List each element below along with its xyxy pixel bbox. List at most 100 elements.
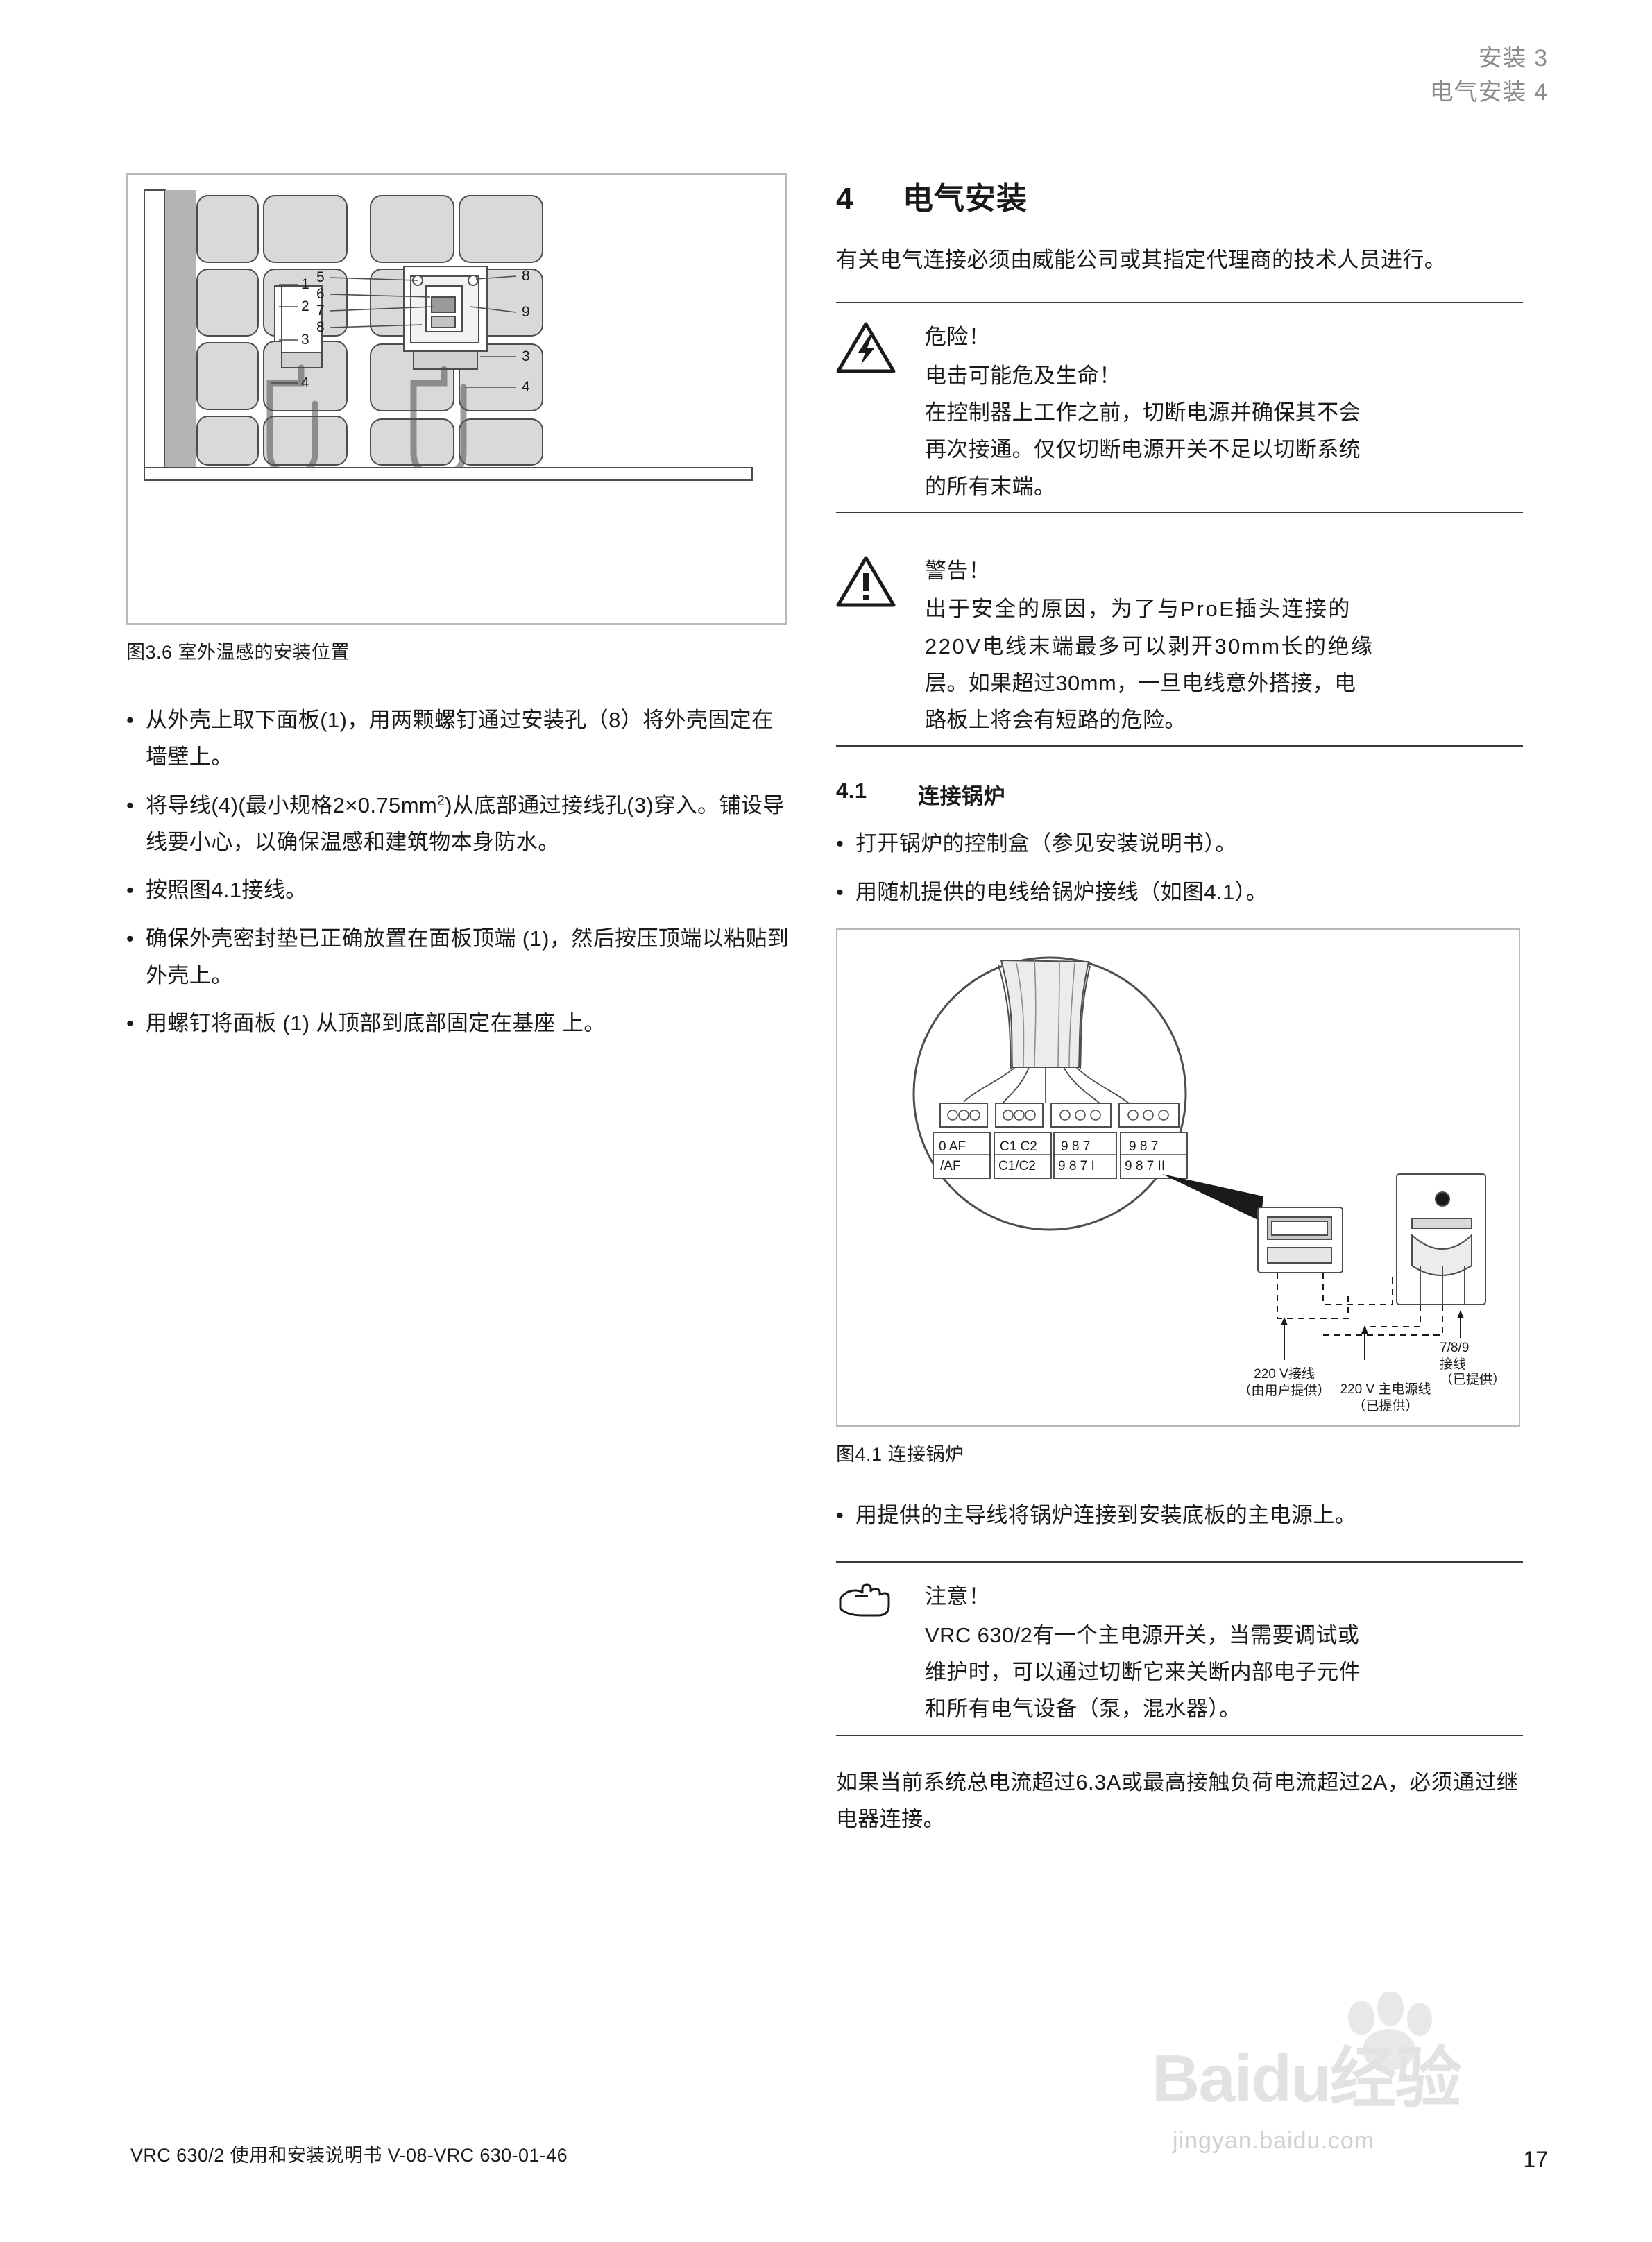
- subsection-heading: 4.1 连接锅炉: [836, 779, 1523, 810]
- watermark-text: Baidu经验: [1152, 2041, 1462, 2116]
- list-item: • 打开锅炉的控制盒（参见安装说明书）。: [836, 825, 1523, 862]
- warning-line: 层。如果超过30mm，一旦电线意外搭接，电: [925, 670, 1356, 695]
- page-header: 安装 3 电气安装 4: [1430, 42, 1548, 110]
- warning-title: 警告！: [925, 558, 991, 583]
- left-bullet-list: • 从外壳上取下面板(1)，用两颗螺钉通过安装孔（8）将外壳固定在墙壁上。 • …: [126, 702, 792, 1042]
- figure-4-1: 0 AF C1 C2 9 8 7 9 8 7 /AF C1/C2 9 8 7 I…: [836, 928, 1520, 1427]
- svg-text:220 V 主电源线: 220 V 主电源线: [1340, 1382, 1431, 1397]
- section-number: 4: [836, 182, 854, 216]
- svg-text:（已提供）: （已提供）: [1352, 1398, 1418, 1413]
- danger-line: 电击可能危及生命！: [925, 363, 1121, 388]
- svg-text:3: 3: [522, 348, 530, 364]
- list-item: • 按照图4.1接线。: [126, 872, 792, 908]
- list-item: • 将导线(4)(最小规格2×0.75mm2)从底部通过接线孔(3)穿入。铺设导…: [126, 787, 792, 861]
- bullet-dot: •: [836, 879, 844, 904]
- divider: [836, 1561, 1523, 1563]
- right-column: 4 电气安装 有关电气连接必须由威能公司或其指定代理商的技术人员进行。 危险！: [836, 173, 1523, 1837]
- danger-line: 的所有末端。: [925, 474, 1056, 499]
- notice-line: 和所有电气设备（泵，混水器）。: [925, 1697, 1241, 1722]
- svg-text:5: 5: [316, 269, 325, 285]
- notice-box: 注意！ VRC 630/2有一个主电源开关，当需要调试或 维护时，可以通过切断它…: [836, 1561, 1523, 1736]
- svg-text:9: 9: [522, 304, 530, 320]
- header-line-1: 安装 3: [1478, 45, 1548, 71]
- svg-text:8: 8: [522, 268, 530, 284]
- warning-line: 出于安全的原因，为了与ProE插头连接的: [925, 597, 1352, 622]
- danger-line: 在控制器上工作之前，切断电源并确保其不会: [925, 400, 1361, 425]
- tail-paragraph: 如果当前系统总电流超过6.3A或最高接触负荷电流超过2A，必须通过继电器连接。: [836, 1769, 1519, 1831]
- bullet-dot: •: [836, 831, 844, 856]
- list-item-text: 按照图4.1接线。: [146, 878, 307, 903]
- figure-4-1-drawing: 0 AF C1 C2 9 8 7 9 8 7 /AF C1/C2 9 8 7 I…: [912, 956, 1506, 1413]
- svg-text:9 8 7: 9 8 7: [1129, 1139, 1158, 1154]
- lightning-warning-icon: [836, 319, 925, 505]
- list-item-text: 打开锅炉的控制盒（参见安装说明书）。: [855, 831, 1237, 856]
- bullet-dot: •: [126, 708, 135, 732]
- svg-text:（已提供）: （已提供）: [1440, 1372, 1506, 1387]
- warning-box: 警告！ 出于安全的原因，为了与ProE插头连接的 220V电线末端最多可以剥开3…: [836, 537, 1523, 747]
- list-item: • 用随机提供的电线给锅炉接线（如图4.1）。: [836, 874, 1523, 910]
- bullet-dot: •: [126, 792, 135, 817]
- notice-title: 注意！: [925, 1584, 991, 1609]
- svg-text:9 8 7 I: 9 8 7 I: [1058, 1159, 1095, 1173]
- svg-text:4: 4: [301, 375, 309, 391]
- svg-text:C1/C2: C1/C2: [998, 1159, 1036, 1173]
- figure-3-6-drawing: 1 2 3 4 5 6 7 8: [142, 189, 753, 481]
- warning-text: 警告！ 出于安全的原因，为了与ProE插头连接的 220V电线末端最多可以剥开3…: [925, 552, 1523, 739]
- page-number: 17: [1523, 2147, 1548, 2172]
- svg-text:9 8 7 II: 9 8 7 II: [1125, 1159, 1165, 1173]
- bullet-dot: •: [126, 926, 135, 951]
- list-item-text: 确保外壳密封垫已正确放置在面板顶端 (1)，然后按压顶端以粘贴到外壳上。: [146, 926, 790, 987]
- list-item: • 用提供的主导线将锅炉连接到安装底板的主电源上。: [836, 1497, 1523, 1534]
- pointing-hand-icon: [836, 1578, 925, 1727]
- list-item-text: 用螺钉将面板 (1) 从顶部到底部固定在基座 上。: [146, 1011, 606, 1036]
- danger-title: 危险！: [925, 325, 991, 350]
- bullet-dot: •: [126, 1011, 135, 1036]
- subsection-number: 4.1: [836, 779, 867, 804]
- svg-text:0 AF: 0 AF: [939, 1139, 966, 1154]
- list-item-text: 从外壳上取下面板(1)，用两颗螺钉通过安装孔（8）将外壳固定在墙壁上。: [146, 708, 774, 770]
- left-column: 1 2 3 4 5 6 7 8: [126, 173, 792, 1053]
- svg-text:8: 8: [316, 319, 325, 335]
- footer-document-id: VRC 630/2 使用和安装说明书 V-08-VRC 630-01-46: [130, 2145, 568, 2166]
- list-item: • 从外壳上取下面板(1)，用两颗螺钉通过安装孔（8）将外壳固定在墙壁上。: [126, 702, 792, 776]
- svg-text:（由用户提供）: （由用户提供）: [1238, 1383, 1330, 1398]
- danger-line: 再次接通。仅仅切断电源开关不足以切断系统: [925, 437, 1361, 462]
- svg-text:/AF: /AF: [940, 1159, 961, 1173]
- figure-3-6: 1 2 3 4 5 6 7 8: [126, 173, 787, 625]
- bullet-dot: •: [836, 1503, 844, 1528]
- section-intro: 有关电气连接必须由威能公司或其指定代理商的技术人员进行。: [836, 248, 1447, 272]
- list-item: • 用螺钉将面板 (1) 从顶部到底部固定在基座 上。: [126, 1005, 792, 1042]
- divider: [836, 1734, 1523, 1736]
- notice-line: 维护时，可以通过切断它来关断内部电子元件: [925, 1660, 1361, 1684]
- list-item-text: 用随机提供的电线给锅炉接线（如图4.1）。: [855, 879, 1268, 904]
- watermark: Baidu经验 jingyan.baidu.com: [1152, 1990, 1582, 2165]
- danger-box: 危险！ 电击可能危及生命！ 在控制器上工作之前，切断电源并确保其不会 再次接通。…: [836, 302, 1523, 513]
- bullet-dot: •: [126, 878, 135, 903]
- divider: [836, 511, 1523, 513]
- svg-text:9 8 7: 9 8 7: [1061, 1139, 1090, 1154]
- header-line-2: 电气安装 4: [1429, 79, 1548, 106]
- list-item-text: 将导线(4)(最小规格2×0.75mm2)从底部通过接线孔(3)穿入。铺设导线要…: [146, 792, 785, 854]
- warning-line: 路板上将会有短路的危险。: [925, 708, 1186, 733]
- svg-text:7/8/9: 7/8/9: [1440, 1341, 1469, 1355]
- section-title: 电气安装: [903, 182, 1028, 216]
- warning-line: 220V电线末端最多可以剥开30mm长的绝缘: [925, 634, 1374, 659]
- svg-text:C1 C2: C1 C2: [1000, 1139, 1037, 1154]
- svg-text:4: 4: [522, 379, 530, 395]
- svg-text:1: 1: [301, 276, 309, 292]
- svg-text:7: 7: [316, 303, 325, 319]
- svg-text:接线: 接线: [1440, 1357, 1466, 1372]
- exclamation-warning-icon: [836, 552, 925, 739]
- subsection-title: 连接锅炉: [918, 784, 1005, 809]
- svg-text:6: 6: [316, 286, 325, 302]
- watermark-subtext: jingyan.baidu.com: [1173, 2128, 1375, 2154]
- figure-4-1-caption: 图4.1 连接锅炉: [836, 1444, 964, 1466]
- section-heading: 4 电气安装: [836, 173, 1523, 218]
- paw-print-icon: [1325, 1990, 1450, 2078]
- notice-text: 注意！ VRC 630/2有一个主电源开关，当需要调试或 维护时，可以通过切断它…: [925, 1578, 1523, 1727]
- notice-line: VRC 630/2有一个主电源开关，当需要调试或: [925, 1622, 1360, 1647]
- svg-text:3: 3: [301, 332, 309, 348]
- svg-text:220 V接线: 220 V接线: [1254, 1366, 1315, 1382]
- danger-text: 危险！ 电击可能危及生命！ 在控制器上工作之前，切断电源并确保其不会 再次接通。…: [925, 319, 1523, 505]
